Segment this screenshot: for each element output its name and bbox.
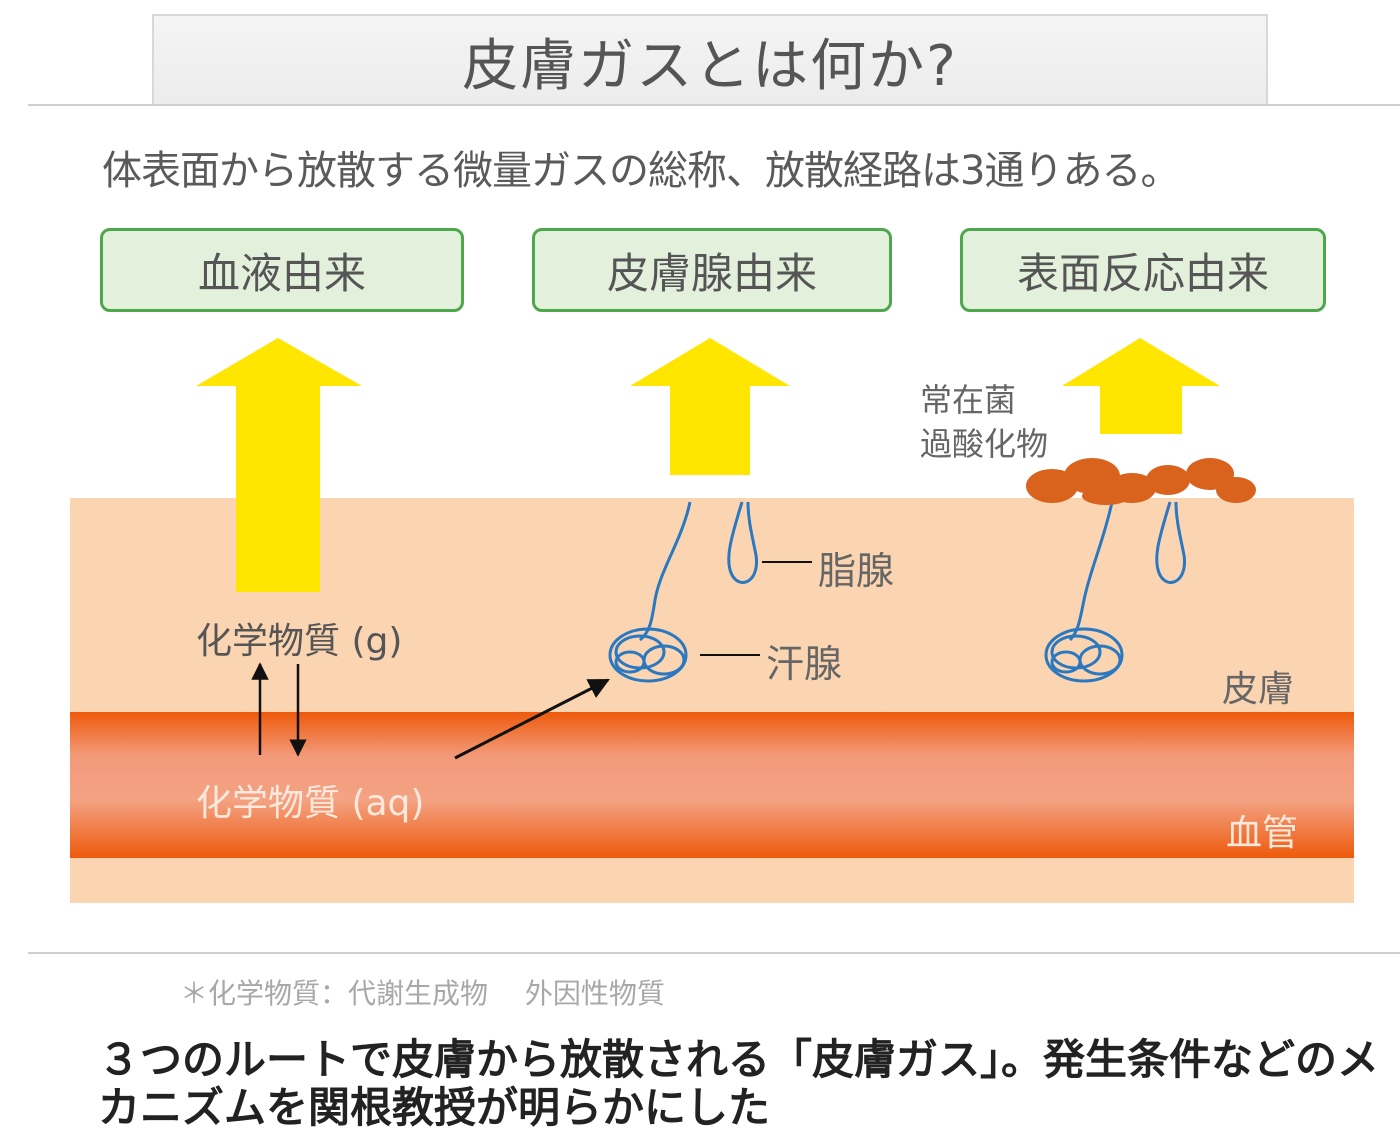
up-arrow-icon [1062, 338, 1220, 434]
label-chem-gas: 化学物質 (g) [196, 621, 403, 662]
sweat-gland-coil [1044, 627, 1124, 683]
category-surface-reaction: 表面反応由来 [960, 228, 1326, 312]
bottom-divider [28, 952, 1400, 954]
label-peroxide: 過酸化物 [920, 425, 1049, 463]
category-skin-gland: 皮膚腺由来 [532, 228, 892, 312]
sweat-gland-coil [608, 627, 688, 683]
bacteria-cluster [1026, 458, 1256, 505]
label-blood-vessel: 血管 [1226, 813, 1299, 854]
title-banner: 皮膚ガスとは何か? [152, 14, 1268, 106]
footnote: ＊化学物質：代謝生成物 外因性物質 [180, 977, 665, 1010]
label-skin: 皮膚 [1222, 669, 1295, 710]
page-title: 皮膚ガスとは何か? [462, 33, 958, 99]
diagonal-arrow-icon [454, 678, 610, 760]
top-divider [28, 104, 1400, 106]
label-sweat-gland: 汗腺 [766, 642, 843, 686]
label-bacteria: 常在菌 [920, 381, 1017, 419]
sebaceous-gland [1155, 501, 1186, 584]
label-chem-aq: 化学物質 (aq) [196, 783, 425, 824]
up-arrow-icon [630, 338, 790, 475]
label-sebaceous-gland: 脂腺 [818, 549, 895, 593]
category-blood: 血液由来 [100, 228, 464, 312]
caption: ３つのルートで皮膚から放散される「皮膚ガス」。発生条件などのメカニズムを関根教授… [98, 1035, 1380, 1132]
sebaceous-gland [727, 501, 758, 584]
skin-gas-diagram [70, 338, 1354, 903]
subtitle: 体表面から放散する微量ガスの総称、放散経路は3通りある。 [102, 148, 1180, 194]
blood-vessel-layer [70, 712, 1354, 858]
up-arrow-icon [196, 338, 362, 592]
